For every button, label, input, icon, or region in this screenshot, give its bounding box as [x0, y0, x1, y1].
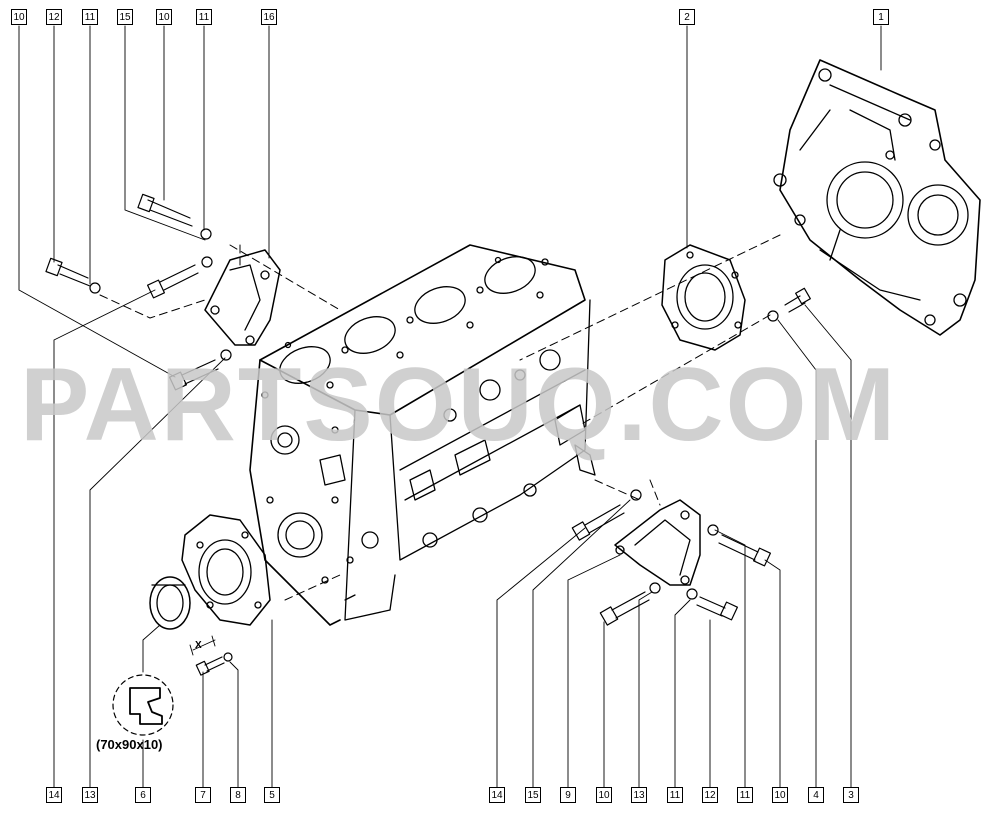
bolts [45, 193, 811, 676]
callout-bottom-11[interactable]: 13 [631, 787, 647, 803]
callout-top-4[interactable]: 15 [117, 9, 133, 25]
callout-top-2[interactable]: 12 [46, 9, 62, 25]
callout-bottom-4[interactable]: 7 [195, 787, 211, 803]
lower-right-engine-mount [614, 499, 701, 586]
callout-top-8[interactable]: 2 [679, 9, 695, 25]
callout-top-9[interactable]: 1 [873, 9, 889, 25]
seal-section-detail [112, 674, 174, 736]
callout-bottom-14[interactable]: 11 [737, 787, 753, 803]
callout-bottom-3[interactable]: 6 [135, 787, 151, 803]
callout-bottom-6[interactable]: 5 [264, 787, 280, 803]
callout-top-3[interactable]: 11 [82, 9, 98, 25]
callout-bottom-2[interactable]: 13 [82, 787, 98, 803]
rear-housing [773, 59, 981, 336]
callout-bottom-7[interactable]: 14 [489, 787, 505, 803]
front-seal-plate [181, 514, 271, 626]
callout-bottom-13[interactable]: 12 [702, 787, 718, 803]
callout-bottom-15[interactable]: 10 [772, 787, 788, 803]
callout-bottom-17[interactable]: 3 [843, 787, 859, 803]
assembly-axes [99, 234, 781, 601]
front-oil-seal [149, 576, 191, 630]
x-dimension-marker [189, 635, 216, 656]
seal-dimension-label: (70x90x10) [96, 737, 163, 752]
leader-lines [18, 25, 882, 788]
callout-bottom-5[interactable]: 8 [230, 787, 246, 803]
callout-bottom-1[interactable]: 14 [46, 787, 62, 803]
callout-top-6[interactable]: 11 [196, 9, 212, 25]
upper-left-engine-mount [204, 249, 281, 346]
callout-bottom-12[interactable]: 11 [667, 787, 683, 803]
x-marker-label: X [195, 640, 202, 651]
engine-block [249, 244, 596, 626]
rear-seal-plate [661, 244, 746, 351]
callout-top-7[interactable]: 16 [261, 9, 277, 25]
callout-bottom-10[interactable]: 10 [596, 787, 612, 803]
callout-top-5[interactable]: 10 [156, 9, 172, 25]
callout-bottom-9[interactable]: 9 [560, 787, 576, 803]
callout-top-1[interactable]: 10 [11, 9, 27, 25]
callout-bottom-8[interactable]: 15 [525, 787, 541, 803]
callout-bottom-16[interactable]: 4 [808, 787, 824, 803]
